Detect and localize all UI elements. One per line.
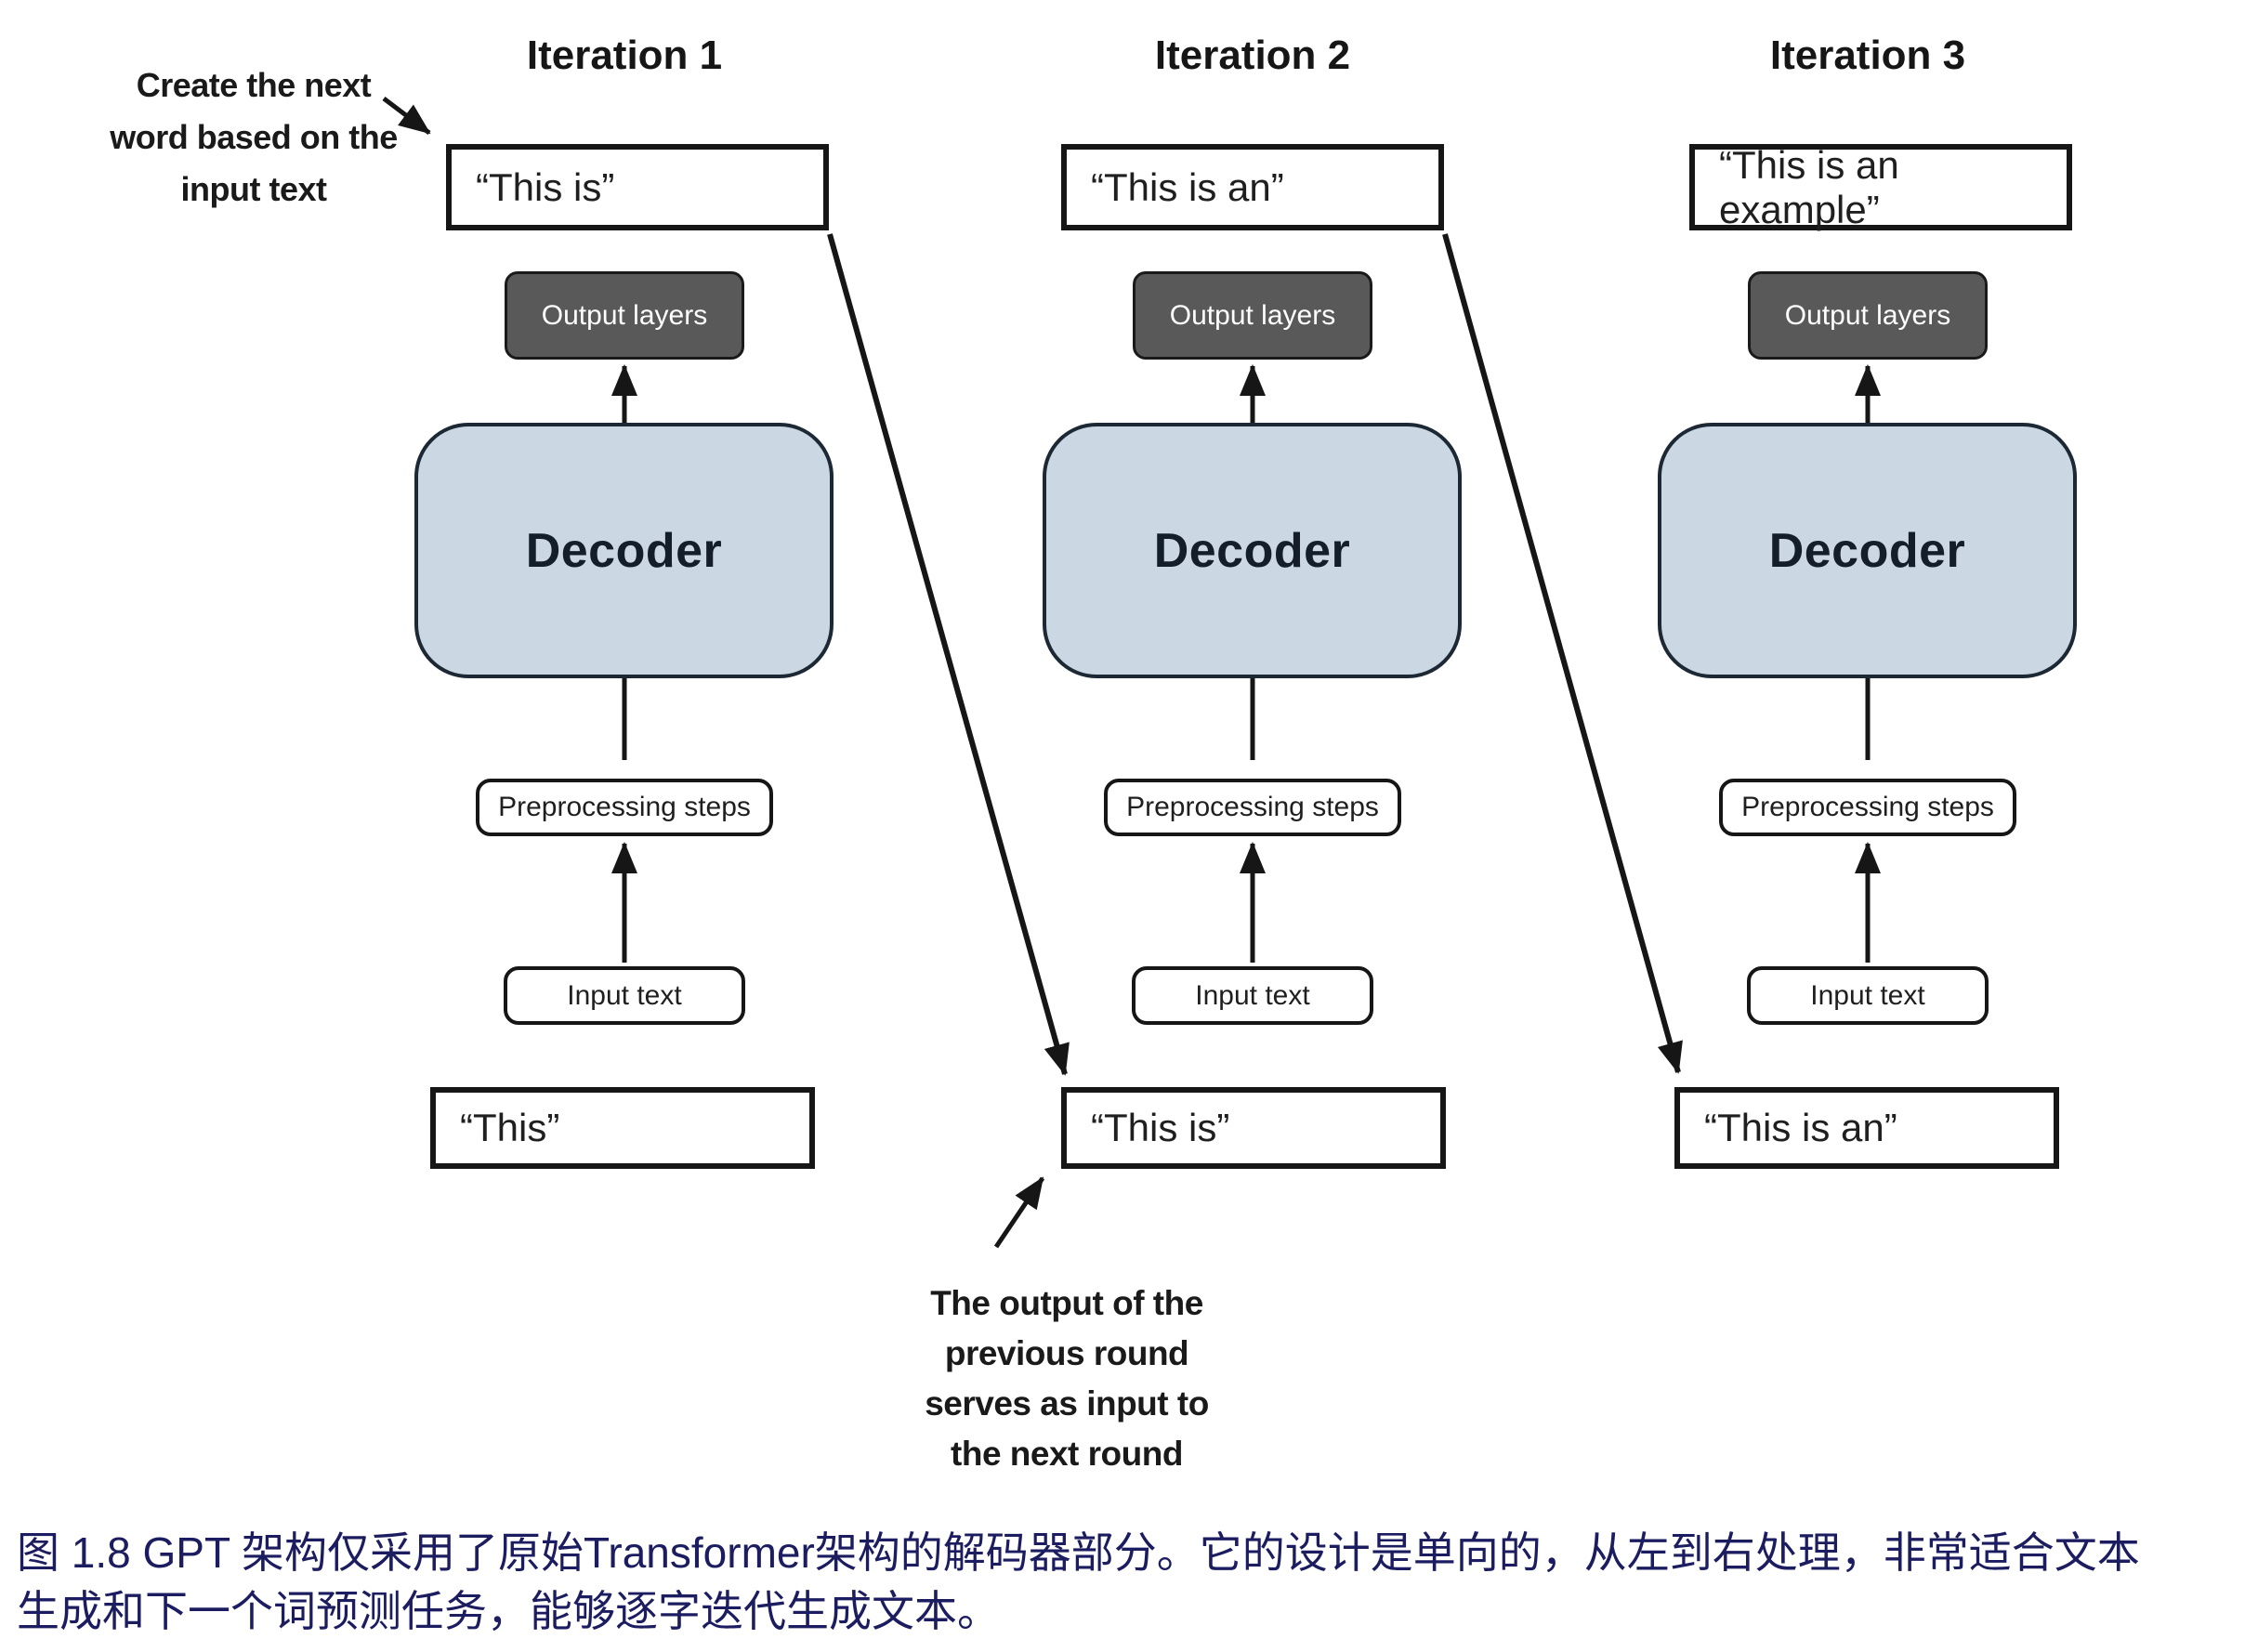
decoder-label: Decoder xyxy=(1768,523,1966,578)
arrow-output1-to-input2 xyxy=(827,233,1070,1076)
iteration-3-input-string: “This is an” xyxy=(1704,1106,1897,1149)
figure-caption-line-2: 生成和下一个词预测任务，能够逐字迭代生成文本。 xyxy=(17,1587,1000,1635)
iteration-3-preprocessing-box: Preprocessing steps xyxy=(1719,779,2016,836)
iteration-2-output-layers-box: Output layers xyxy=(1133,271,1372,360)
top-annotation-line: Create the next xyxy=(136,66,372,104)
top-annotation-line: word based on the xyxy=(110,118,398,156)
iteration-2-title: Iteration 2 xyxy=(1154,33,1351,78)
iteration-2-generated-text-box: “This is an” xyxy=(1061,144,1444,230)
bottom-annotation-line: serves as input to xyxy=(925,1384,1209,1423)
iteration-2-generated-text: “This is an” xyxy=(1091,164,1284,209)
input-text-label: Input text xyxy=(567,979,682,1011)
bottom-annotation-line: previous round xyxy=(944,1334,1189,1372)
iteration-3-input-box: Input text xyxy=(1747,966,1989,1025)
preprocessing-label: Preprocessing steps xyxy=(1741,792,1994,822)
iteration-3-output-layers-box: Output layers xyxy=(1748,271,1988,360)
iteration-3-title: Iteration 3 xyxy=(1769,33,1966,78)
input-text-label: Input text xyxy=(1195,979,1310,1011)
iteration-1-title: Iteration 1 xyxy=(526,33,723,78)
bottom-annotation: The output of the previous round serves … xyxy=(881,1278,1253,1479)
arrow-bottom-annotation xyxy=(993,1176,1045,1249)
preprocessing-label: Preprocessing steps xyxy=(498,792,751,822)
preprocessing-label: Preprocessing steps xyxy=(1126,792,1379,822)
arrow-output2-to-input3 xyxy=(1442,233,1683,1074)
iteration-2-decoder-box: Decoder xyxy=(1043,423,1462,678)
iteration-2-input-string-box: “This is” xyxy=(1061,1087,1446,1169)
output-layers-label: Output layers xyxy=(1784,299,1951,331)
iteration-1-input-box: Input text xyxy=(504,966,745,1025)
iteration-1-input-string: “This” xyxy=(460,1106,560,1149)
iteration-3-decoder-box: Decoder xyxy=(1658,423,2077,678)
iteration-1-generated-text: “This is” xyxy=(476,164,615,209)
decoder-label: Decoder xyxy=(525,523,723,578)
iteration-1-generated-text-box: “This is” xyxy=(446,144,829,230)
iteration-1-input-string-box: “This” xyxy=(430,1087,815,1169)
iteration-2-input-box: Input text xyxy=(1132,966,1373,1025)
bottom-annotation-line: The output of the xyxy=(930,1284,1203,1322)
figure-caption: 图 1.8 GPT 架构仅采用了原始Transformer架构的解码器部分。它的… xyxy=(17,1524,2247,1641)
iteration-3-input-string-box: “This is an” xyxy=(1674,1087,2059,1169)
iteration-2-input-string: “This is” xyxy=(1091,1106,1230,1149)
output-layers-label: Output layers xyxy=(541,299,708,331)
decoder-label: Decoder xyxy=(1153,523,1351,578)
top-annotation: Create the next word based on the input … xyxy=(110,59,398,216)
iteration-1-preprocessing-box: Preprocessing steps xyxy=(476,779,773,836)
input-text-label: Input text xyxy=(1810,979,1925,1011)
output-layers-label: Output layers xyxy=(1169,299,1336,331)
bottom-annotation-line: the next round xyxy=(951,1435,1183,1473)
iteration-2-preprocessing-box: Preprocessing steps xyxy=(1104,779,1401,836)
top-annotation-line: input text xyxy=(180,170,327,208)
iteration-1-decoder-box: Decoder xyxy=(414,423,834,678)
figure-caption-line-1: 图 1.8 GPT 架构仅采用了原始Transformer架构的解码器部分。它的… xyxy=(17,1528,2140,1577)
iteration-3-generated-text: “This is an example” xyxy=(1719,142,1899,231)
iteration-3-generated-text-box: “This is an example” xyxy=(1689,142,2072,231)
iteration-1-output-layers-box: Output layers xyxy=(505,271,744,360)
